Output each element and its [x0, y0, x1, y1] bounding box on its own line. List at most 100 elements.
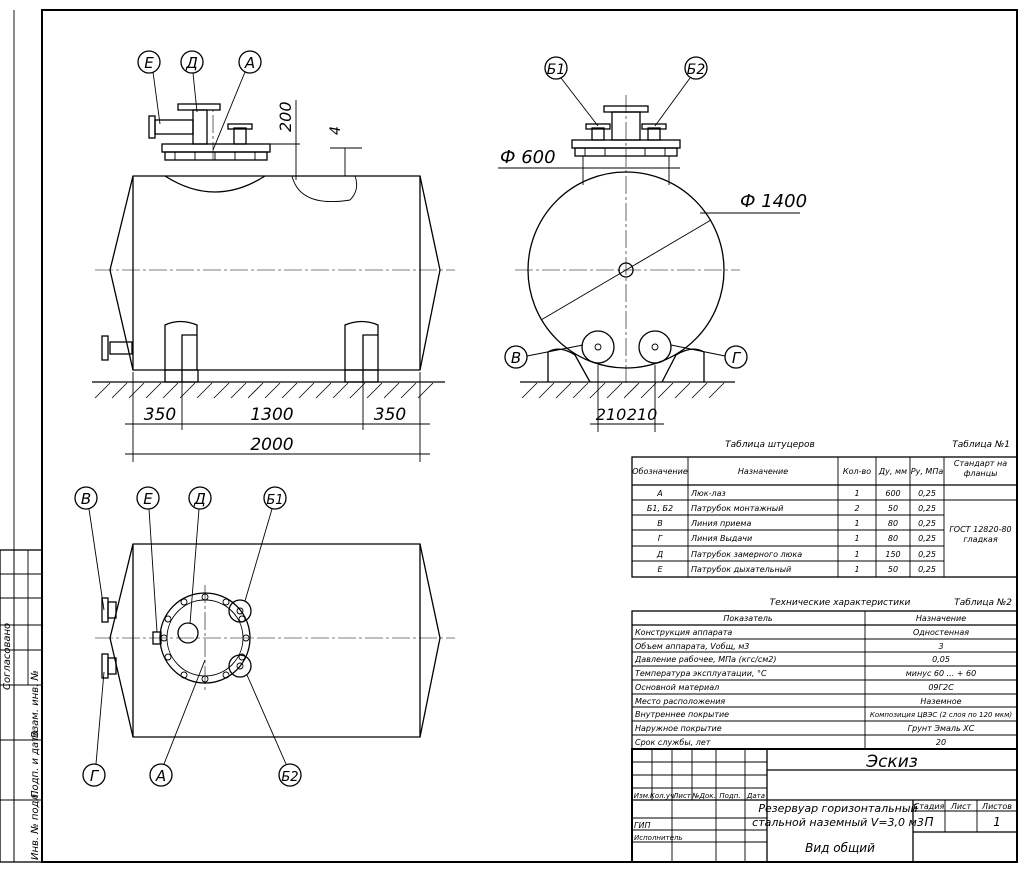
- svg-text:Одностенная: Одностенная: [913, 628, 969, 637]
- specs-table: Технические характеристики Таблица №2 По…: [631, 598, 1018, 750]
- side-callout-b2: Б2: [687, 62, 706, 78]
- t2-row: Объем аппарата, Vобщ, м3 3: [635, 642, 944, 651]
- side-view: Ф 1400 Ф 600: [498, 56, 807, 432]
- t2-row: Внутреннее покрытие Композиция ЦВЭС (2 с…: [635, 710, 1012, 719]
- svg-text:50: 50: [888, 504, 898, 513]
- svg-text:Линия приема: Линия приема: [690, 519, 751, 528]
- tb-view-name: Вид общий: [805, 841, 875, 855]
- svg-text:Наземное: Наземное: [920, 697, 961, 706]
- svg-text:Патрубок монтажный: Патрубок монтажный: [691, 504, 783, 513]
- tb-col-kolu: Кол.уч: [650, 792, 674, 800]
- strip-label-inv-no: Инв. № подл.: [30, 791, 41, 860]
- svg-text:0,25: 0,25: [918, 550, 936, 559]
- svg-text:3: 3: [938, 642, 943, 651]
- front-dim-1300: 1300: [250, 405, 293, 425]
- front-dim-200: 200: [276, 101, 295, 132]
- t1-row-a: А Люк-лаз 1 600 0,25: [656, 489, 936, 498]
- svg-text:20: 20: [936, 738, 946, 747]
- svg-text:Патрубок дыхательный: Патрубок дыхательный: [691, 565, 791, 574]
- t1-h-pn: Ру, МПа: [911, 467, 944, 476]
- plan-callout-g: Г: [90, 767, 100, 785]
- t1-row-e: Е Патрубок дыхательный 1 50 0,25: [657, 565, 935, 574]
- svg-text:Давление рабочее, МПа (кгс/см2: Давление рабочее, МПа (кгс/см2): [634, 655, 777, 664]
- svg-text:1: 1: [854, 519, 859, 528]
- side-callout-g: Г: [732, 349, 742, 367]
- svg-text:0,25: 0,25: [918, 519, 936, 528]
- side-dim-210-left: 210: [596, 405, 627, 424]
- svg-text:Г: Г: [658, 534, 663, 543]
- svg-text:0,25: 0,25: [918, 489, 936, 498]
- svg-text:150: 150: [885, 550, 900, 559]
- t2-h-param: Показатель: [723, 614, 772, 623]
- svg-text:Наружное покрытие: Наружное покрытие: [635, 724, 722, 733]
- plan-callout-e: Е: [143, 490, 153, 508]
- t2-row: Место расположения Наземное: [635, 697, 962, 706]
- nozzle-table: Таблица штуцеров Таблица №1 Обозначение …: [631, 440, 1018, 578]
- svg-text:Б1, Б2: Б1, Б2: [647, 504, 673, 513]
- tb-stage-label: Стадия: [914, 802, 945, 811]
- tb-col-ndok: №Док.: [691, 792, 716, 800]
- front-dim-350-left: 350: [144, 405, 176, 425]
- svg-text:1: 1: [854, 534, 859, 543]
- side-callout-b1: Б1: [547, 62, 566, 78]
- svg-text:80: 80: [888, 534, 898, 543]
- svg-text:Грунт Эмаль ХС: Грунт Эмаль ХС: [908, 724, 975, 733]
- svg-text:0,25: 0,25: [918, 534, 936, 543]
- tb-col-data: Дата: [746, 792, 765, 800]
- plan-callout-a: А: [155, 767, 166, 785]
- tb-sheets-label: Листов: [981, 802, 1012, 811]
- svg-text:Место расположения: Место расположения: [635, 697, 725, 706]
- svg-text:Патрубок замерного люка: Патрубок замерного люка: [691, 550, 802, 559]
- t1-h-standard: Стандарт на фланцы: [953, 459, 1008, 478]
- svg-text:0,25: 0,25: [918, 565, 936, 574]
- tb-role-exec: Исполнитель: [634, 834, 683, 842]
- strip-label-replaced: Взам. инв. №: [30, 670, 41, 738]
- svg-text:Основной материал: Основной материал: [635, 683, 719, 692]
- tb-stage-value: П: [924, 815, 933, 829]
- t1-h-designation: Обозначение: [632, 467, 688, 476]
- side-dim-hatch: Ф 600: [500, 147, 556, 168]
- t2-row: Температура эксплуатации, °С минус 60 ..…: [635, 669, 976, 678]
- front-dim-350-right: 350: [374, 405, 406, 425]
- front-callout-e: Е: [144, 54, 154, 72]
- left-strip: Согласовано Взам. инв. № Подп. и дата Ин…: [0, 549, 43, 863]
- front-dim-weld: 4: [328, 126, 344, 135]
- svg-text:Е: Е: [657, 565, 663, 574]
- front-dim-2000: 2000: [250, 435, 293, 455]
- svg-text:09Г2С: 09Г2С: [928, 683, 954, 692]
- svg-text:Температура эксплуатации, °С: Температура эксплуатации, °С: [635, 669, 767, 678]
- svg-text:0,25: 0,25: [918, 504, 936, 513]
- table1-caption: Таблица штуцеров: [725, 440, 815, 450]
- svg-text:Внутреннее покрытие: Внутреннее покрытие: [635, 710, 729, 719]
- plan-callout-b1: Б1: [266, 493, 283, 508]
- t2-row: Конструкция аппарата Одностенная: [635, 628, 969, 637]
- tb-title-line1: Резервуар горизонтальный: [758, 802, 917, 815]
- svg-text:минус 60 ... + 60: минус 60 ... + 60: [906, 669, 976, 678]
- svg-text:В: В: [657, 519, 663, 528]
- t1-row-g: Г Линия Выдачи 1 80 0,25: [658, 534, 936, 543]
- table1-number: Таблица №1: [952, 440, 1010, 450]
- tb-sheets-value: 1: [993, 815, 1001, 829]
- strip-label-agreed: Согласовано: [2, 623, 13, 690]
- table2-number: Таблица №2: [954, 598, 1012, 608]
- title-block: Эскиз Изм. Кол.уч Лист №Док. Подп. Дата …: [631, 748, 1018, 863]
- t2-row: Срок службы, лет 20: [635, 738, 946, 747]
- side-dim-210-right: 210: [627, 405, 658, 424]
- t1-h-qty: Кол-во: [843, 467, 871, 476]
- svg-text:Люк-лаз: Люк-лаз: [690, 489, 726, 498]
- side-dim-diameter: Ф 1400: [740, 191, 807, 212]
- svg-text:Д: Д: [656, 550, 663, 559]
- t1-standard: ГОСТ 12820-80 гладкая: [949, 525, 1012, 544]
- t1-h-purpose: Назначение: [738, 467, 788, 476]
- table2-caption: Технические характеристики: [770, 598, 911, 608]
- t2-row: Давление рабочее, МПа (кгс/см2) 0,05: [634, 655, 950, 664]
- svg-text:Объем аппарата, Vобщ, м3: Объем аппарата, Vобщ, м3: [635, 642, 749, 651]
- tb-code: Эскиз: [865, 752, 918, 772]
- plan-callout-d: Д: [193, 490, 206, 508]
- sheet-frame: [13, 9, 1018, 863]
- plan-view: В Е Д Б1 Г А Б2: [74, 486, 455, 787]
- t1-row-b: Б1, Б2 Патрубок монтажный 2 50 0,25: [647, 504, 936, 513]
- tb-col-list: Лист: [672, 792, 692, 800]
